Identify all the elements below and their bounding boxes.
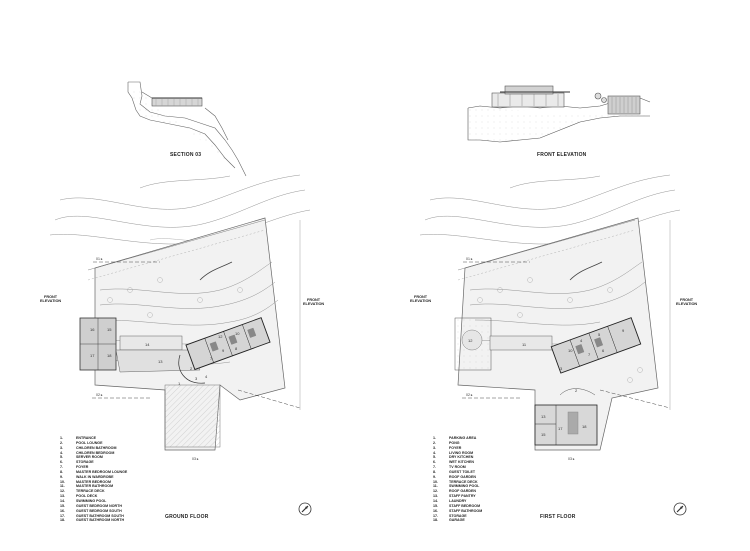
svg-text:6: 6 [602, 348, 605, 353]
svg-text:4: 4 [580, 338, 583, 343]
legend-item: 18.GUEST BATHROOM NORTH [60, 518, 125, 523]
ground-floor-legend: 1.ENTRANCE 2.POOL LOUNGE 3.CHILDREN BATH… [60, 436, 127, 523]
section-03-drawing [127, 81, 247, 177]
svg-text:2: 2 [575, 388, 578, 393]
legend-item: 14.SWIMMING POOL [60, 498, 107, 503]
legend-item: 13.STAFF PANTRY [433, 494, 476, 499]
svg-text:4: 4 [205, 374, 208, 379]
svg-text:9: 9 [222, 348, 225, 353]
legend-item: 3.CHILDREN BATHROOM [60, 445, 117, 450]
section-markers: 01 ▸ 02 ▸ 03 ▸ 01 ▸ 02 ▸ 03 ▸ [96, 257, 575, 461]
svg-text:5: 5 [598, 332, 601, 337]
svg-text:9: 9 [622, 328, 625, 333]
svg-text:10: 10 [235, 331, 240, 336]
front-elevation-label: FRONT ELEVATION [410, 295, 432, 304]
svg-text:17: 17 [558, 426, 563, 431]
front-elevation-label: FRONT ELEVATION [676, 298, 698, 307]
north-arrow-icon [298, 502, 312, 516]
legend-item: 6.WET KITCHEN [433, 460, 474, 465]
legend-item: 1.ENTRANCE [60, 436, 96, 440]
section-marker-02: 02 ▸ [96, 393, 103, 397]
section-marker-03-r: 03 ▸ [568, 457, 575, 461]
legend-item: 1.PARKING AREA [433, 436, 477, 440]
legend-item: 18.GARAGE [433, 518, 465, 523]
legend-item: 8.GUEST TOILET [433, 469, 476, 474]
svg-text:17: 17 [90, 353, 95, 358]
first-floor-title: FIRST FLOOR [540, 514, 576, 520]
legend-item: 8.MASTER BEDROOM LOUNGE [60, 469, 128, 474]
legend-item: 15.GUEST BEDROOM NORTH [60, 503, 122, 508]
legend-item: 13.POOL DECK [60, 494, 98, 499]
legend-item: 11.MASTER BATHROOM [60, 484, 114, 489]
north-arrow-icon [673, 502, 687, 516]
svg-text:2: 2 [190, 366, 193, 371]
legend-item: 10.TERRACE DECK [433, 479, 478, 484]
section-03-title: SECTION 03 [170, 152, 202, 158]
svg-text:11: 11 [522, 342, 527, 347]
svg-text:12: 12 [468, 338, 473, 343]
section-marker-03: 03 ▸ [192, 457, 199, 461]
legend-item: 15.STAFF BEDROOM [433, 503, 481, 508]
legend-item: 4.LIVING ROOM [433, 450, 474, 455]
svg-text:18: 18 [107, 353, 112, 358]
legend-item: 9.WALK IN WARDROBE [60, 474, 114, 479]
legend-item: 17.STORAGE [433, 513, 467, 518]
svg-text:15: 15 [541, 432, 546, 437]
section-marker-02-r: 02 ▸ [466, 393, 473, 397]
first-floor-plan [419, 174, 681, 451]
svg-text:8: 8 [235, 346, 238, 351]
front-elevation-title: FRONT ELEVATION [537, 152, 587, 158]
front-elevation-label: FRONT ELEVATION [40, 295, 62, 304]
legend-item: 11.SWIMMING POOL [433, 484, 480, 489]
legend-item: 14.LAUNDRY [433, 498, 467, 503]
legend-item: 7.FOYER [60, 465, 89, 470]
svg-text:3: 3 [195, 376, 198, 381]
legend-item: 6.STORAGE [60, 460, 94, 465]
front-elevation-drawing [467, 85, 651, 143]
svg-text:10: 10 [568, 348, 573, 353]
legend-item: 10.MASTER BEDROOM [60, 479, 111, 484]
svg-text:7: 7 [588, 352, 591, 357]
first-floor-legend: 1.PARKING AREA 2.PONG 3.FOYER 4.LIVING R… [433, 436, 482, 523]
section-marker-01-r: 01 ▸ [466, 257, 473, 261]
svg-text:7: 7 [210, 356, 213, 361]
ground-floor-title: GROUND FLOOR [165, 514, 209, 520]
legend-item: 16.STAFF BATHROOM [433, 508, 483, 513]
svg-text:1: 1 [178, 381, 181, 386]
svg-text:15: 15 [107, 327, 112, 332]
legend-item: 5.DRY KITCHEN [433, 455, 474, 460]
svg-text:12: 12 [218, 334, 223, 339]
ground-floor-plan [49, 174, 311, 451]
svg-text:14: 14 [145, 342, 150, 347]
legend-item: 3.FOYER [433, 445, 462, 450]
legend-item: 2.POOL LOUNGE [60, 440, 103, 445]
svg-text:13: 13 [158, 359, 163, 364]
legend-item: 17.GUEST BATHROOM SOUTH [60, 513, 124, 518]
legend-item: 2.PONG [433, 440, 460, 445]
svg-text:16: 16 [90, 327, 95, 332]
svg-text:3: 3 [560, 366, 563, 371]
legend-item: 16.GUEST BEDROOM SOUTH [60, 508, 122, 513]
svg-text:13: 13 [541, 414, 546, 419]
svg-text:18: 18 [582, 424, 587, 429]
front-elevation-label: FRONT ELEVATION [303, 298, 325, 307]
legend-item: 12.TERRACE DECK [60, 489, 105, 494]
first-floor-room-numbers: 12 11 10 4 5 9 7 6 3 2 13 15 17 18 [468, 328, 625, 437]
legend-item: 7.TV ROOM [433, 465, 466, 470]
section-marker-01: 01 ▸ [96, 257, 103, 261]
ground-floor-room-numbers: 16 15 17 18 14 13 12 10 9 8 7 2 3 4 1 [90, 327, 240, 386]
legend-item: 9.ROOF GARDEN [433, 474, 476, 479]
legend-item: 4.CHILDREN BEDROOM [60, 450, 115, 455]
legend-item: 5.SERVER ROOM [60, 455, 103, 460]
legend-item: 12.ROOF GARDEN [433, 489, 476, 494]
